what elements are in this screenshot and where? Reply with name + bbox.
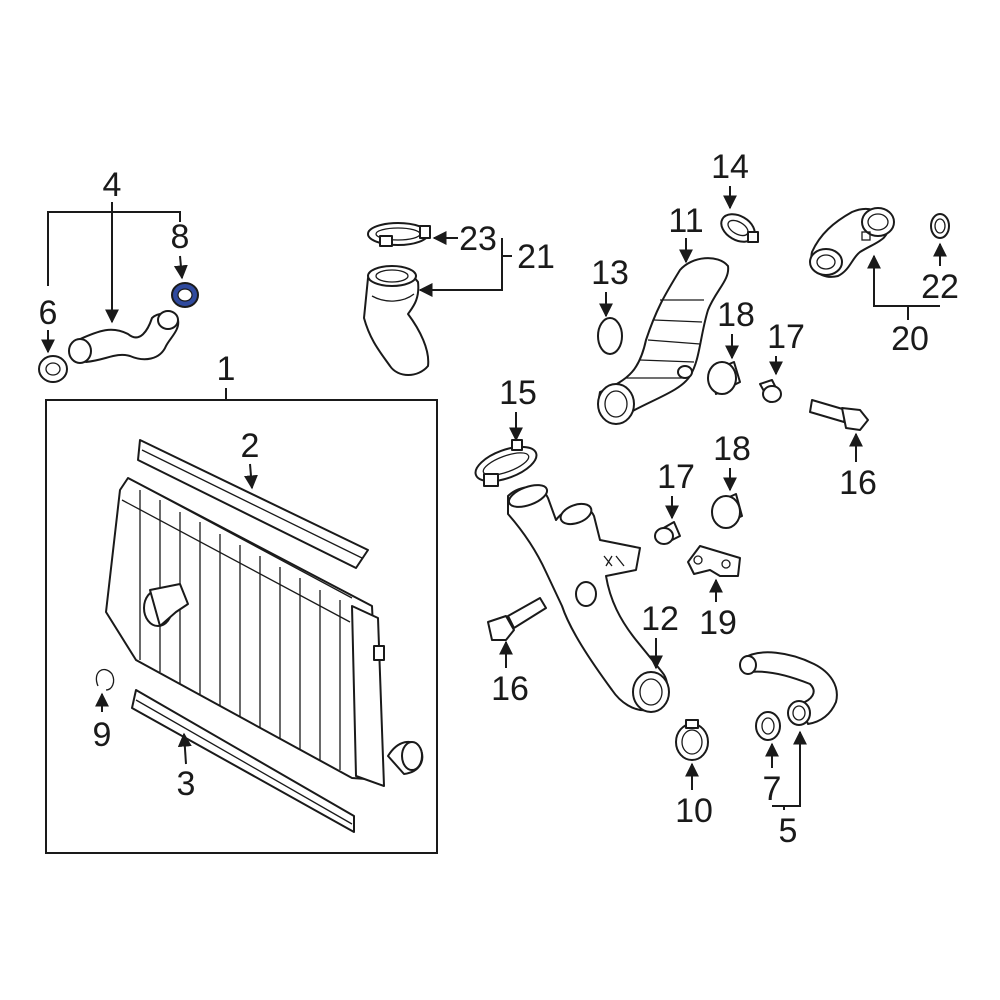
charge-pipe-12 xyxy=(507,484,670,713)
callout-1: 1 xyxy=(217,350,236,388)
bracket-19 xyxy=(687,545,741,577)
hose-clamp-23 xyxy=(367,222,431,247)
bolt-16-right xyxy=(809,399,869,431)
elbow-hose-20 xyxy=(809,207,895,278)
callout-16b: 16 xyxy=(839,464,877,502)
leader-3 xyxy=(177,732,192,765)
seal-13 xyxy=(597,317,623,355)
grommet-17-lower xyxy=(654,521,681,545)
callout-5: 5 xyxy=(779,812,798,850)
o-ring-6 xyxy=(38,355,68,383)
callout-18a: 18 xyxy=(717,296,755,334)
callout-17a: 17 xyxy=(767,318,805,356)
callout-18b: 18 xyxy=(713,430,751,468)
callout-4: 4 xyxy=(103,166,122,204)
callout-13: 13 xyxy=(591,254,629,292)
hose-clamp-10 xyxy=(675,719,709,761)
callout-19: 19 xyxy=(699,604,737,642)
callout-6: 6 xyxy=(39,294,58,332)
upper-seal-strip xyxy=(137,439,369,569)
bracket-21 xyxy=(418,238,503,297)
callout-7: 7 xyxy=(763,770,782,808)
leader-8 xyxy=(173,255,188,280)
callout-22: 22 xyxy=(921,268,959,306)
hose-clamp-14 xyxy=(720,213,759,243)
intake-pipe-11 xyxy=(597,257,730,425)
o-ring-22 xyxy=(930,213,950,239)
callout-20: 20 xyxy=(891,320,929,358)
bushing-18-lower xyxy=(711,493,743,529)
grommet-17-upper xyxy=(759,379,782,403)
callout-12: 12 xyxy=(641,600,679,638)
callout-8: 8 xyxy=(171,218,190,256)
callout-3: 3 xyxy=(177,765,196,803)
callout-10: 10 xyxy=(675,792,713,830)
callout-11: 11 xyxy=(668,202,703,240)
intercooler xyxy=(105,477,424,787)
bushing-18-upper xyxy=(707,361,741,395)
lower-seal-strip xyxy=(131,689,355,833)
callout-15: 15 xyxy=(499,374,537,412)
callout-23: 23 xyxy=(459,220,497,258)
bolt-16-left xyxy=(487,597,547,641)
intercooler-hose-lower xyxy=(739,651,838,726)
callout-14: 14 xyxy=(711,148,749,186)
charge-air-hose-21 xyxy=(363,265,430,376)
clip xyxy=(95,669,115,691)
callout-17b: 17 xyxy=(657,458,695,496)
callout-2: 2 xyxy=(241,427,260,465)
callout-21: 21 xyxy=(517,238,555,276)
bracket-4 xyxy=(47,211,181,286)
intercooler-hose-upper xyxy=(68,310,180,364)
bracket-20 xyxy=(867,254,909,320)
callout-16a: 16 xyxy=(491,670,529,708)
callout-9: 9 xyxy=(93,716,112,754)
o-ring-8 xyxy=(171,282,199,308)
leader-2 xyxy=(243,463,258,490)
hose-clamp-15 xyxy=(474,439,538,487)
intercooler-group-box xyxy=(45,399,438,854)
o-ring-7 xyxy=(755,711,781,741)
bracket-5 xyxy=(783,730,807,810)
